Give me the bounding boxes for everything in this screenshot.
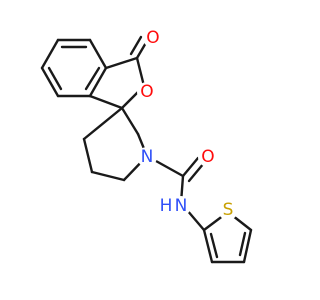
atom-label-amide-oxygen: O: [201, 147, 214, 167]
atom-label-piperidine-nitrogen: N: [141, 147, 154, 167]
bond: [40, 66, 60, 98]
bond: [40, 38, 60, 70]
bond: [82, 106, 124, 141]
bond: [238, 231, 247, 257]
atom-label-thiophene-sulfur: S: [223, 200, 234, 220]
molecule-drawing: O O N O N H S: [40, 28, 253, 264]
bond: [202, 228, 214, 264]
atom-label-carbonyl-oxygen: O: [146, 28, 159, 48]
bond: [209, 232, 219, 259]
bond: [242, 228, 253, 264]
bond: [181, 156, 200, 178]
bond: [47, 66, 63, 91]
atom-label-ring-oxygen: O: [140, 82, 153, 102]
structure-canvas: O O N O N H S: [40, 28, 253, 264]
atom-label-amide-hydrogen: H: [160, 196, 173, 216]
bond: [90, 170, 126, 182]
bond: [129, 35, 143, 56]
bond: [120, 106, 140, 136]
bond: [82, 137, 94, 174]
bond: [88, 38, 108, 70]
atom-label-amide-nitrogen: N: [175, 196, 188, 216]
bond: [135, 56, 146, 88]
bond: [104, 56, 139, 70]
bond: [88, 94, 124, 110]
bond: [84, 66, 101, 91]
bond: [88, 66, 108, 98]
atom-labels: O O N O N H S: [137, 28, 238, 220]
bond: [187, 161, 206, 183]
